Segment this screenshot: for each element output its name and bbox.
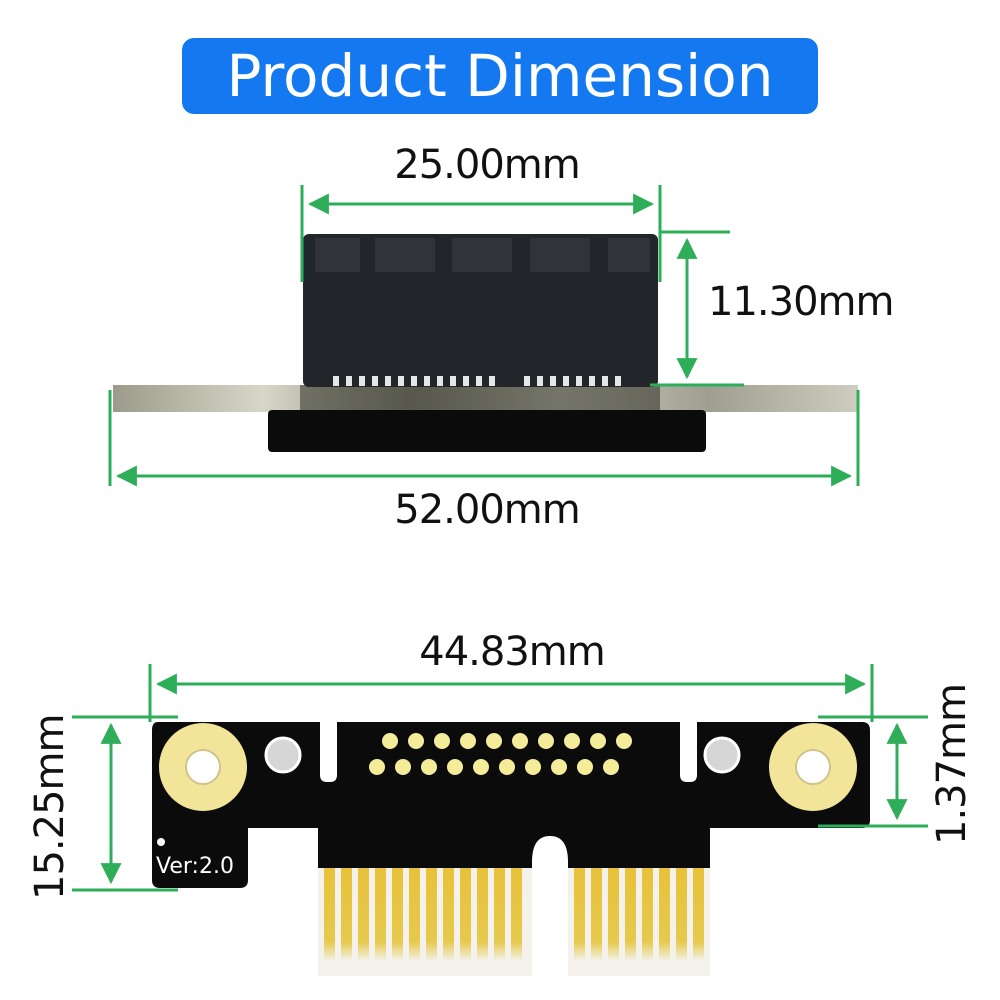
gold-finger-edge (268, 410, 706, 452)
page-title: Product Dimension (226, 42, 774, 110)
pcie-slot-connector (303, 234, 658, 387)
via-hole-left (264, 736, 302, 774)
pcb-board (152, 722, 870, 888)
solder-pads (369, 733, 632, 775)
gold-finger-base-right (568, 868, 710, 976)
dimension-label-top-total-width: 52.00mm (394, 487, 580, 533)
dimension-label-bottom-height: 15.25mm (27, 714, 73, 900)
front-view (72, 664, 928, 976)
connector-top-segments (315, 238, 650, 272)
dimension-label-top-width: 25.00mm (394, 142, 580, 188)
title-badge: Product Dimension (182, 38, 818, 114)
gold-fingers (324, 868, 704, 960)
side-view (108, 185, 860, 487)
dimension-label-top-height: 11.30mm (708, 279, 894, 325)
board-version-label: Ver:2.0 (156, 854, 234, 879)
board-marker-dot (157, 838, 165, 846)
pcb-edge-dark (300, 385, 660, 412)
via-hole-right (703, 736, 741, 774)
dimension-label-bottom-thickness: 1.37mm (929, 684, 975, 845)
dimension-label-bottom-width: 44.83mm (419, 629, 605, 675)
connector-pins (333, 376, 621, 386)
